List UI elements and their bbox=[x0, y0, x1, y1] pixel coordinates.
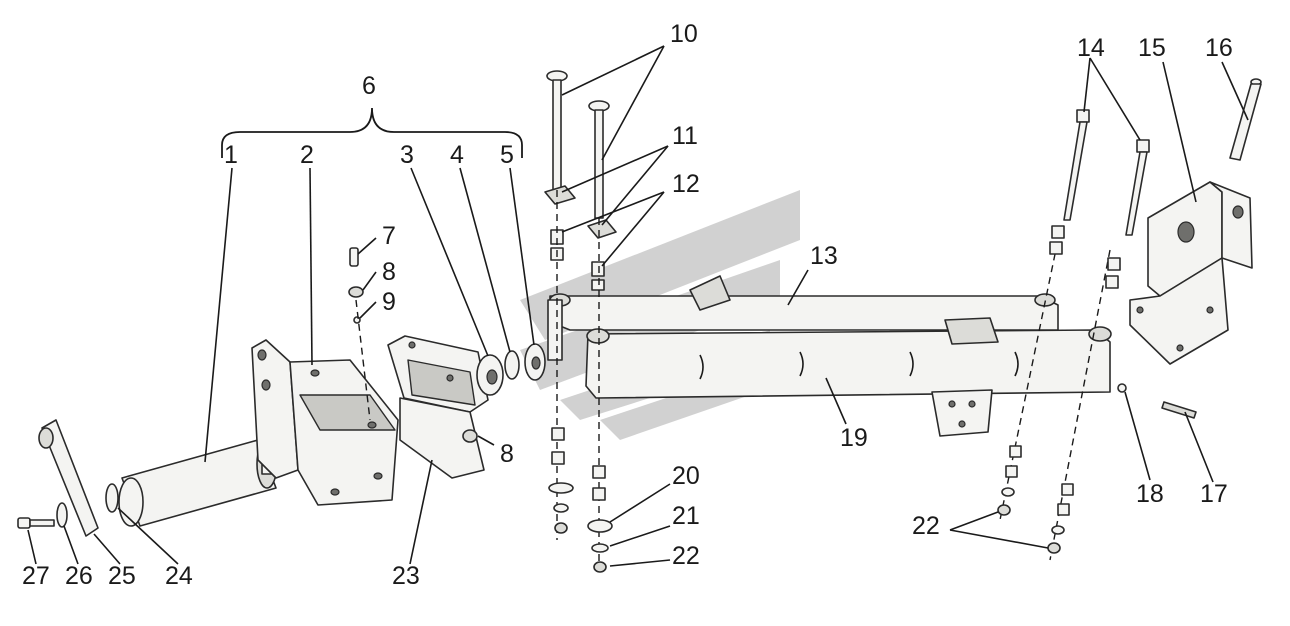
part-8-nut-lower bbox=[462, 429, 478, 443]
callout-2: 2 bbox=[300, 141, 314, 169]
part-washer-right-low-a bbox=[1001, 487, 1015, 497]
part-11-plate-b bbox=[587, 219, 617, 239]
part-washer-lower-a2 bbox=[553, 503, 569, 513]
part-4-clip bbox=[504, 350, 520, 380]
callout-8: 8 bbox=[382, 258, 396, 286]
part-8-nut bbox=[348, 286, 364, 298]
part-spacer-right-b2 bbox=[1105, 275, 1119, 289]
part-20-washer bbox=[587, 519, 613, 533]
callout-8-lower: 8 bbox=[500, 440, 514, 468]
part-14-bolt-b bbox=[1125, 139, 1150, 236]
callout-labels: 1 2 3 4 5 6 7 8 8 9 10 11 12 13 14 15 16… bbox=[22, 20, 1233, 590]
callout-21: 21 bbox=[672, 502, 700, 530]
axis-7-9 bbox=[355, 299, 371, 421]
leader-lines bbox=[27, 45, 1249, 567]
part-22-nut-right-b bbox=[1047, 542, 1061, 554]
part-spacer-lower-a2 bbox=[551, 451, 565, 465]
callout-7: 7 bbox=[382, 222, 396, 250]
callout-16: 16 bbox=[1205, 34, 1233, 62]
part-23-bracket bbox=[387, 335, 489, 479]
callout-22-right: 22 bbox=[912, 512, 940, 540]
part-2-bracket bbox=[251, 339, 399, 506]
callout-6: 6 bbox=[362, 72, 376, 100]
callout-3: 3 bbox=[400, 141, 414, 169]
part-12-spacer-d bbox=[591, 279, 605, 291]
part-3-washer bbox=[476, 354, 504, 396]
part-spacer-right-low-b2 bbox=[1057, 503, 1070, 516]
callout-10: 10 bbox=[670, 20, 698, 48]
callout-24: 24 bbox=[165, 562, 193, 590]
callout-19: 19 bbox=[840, 424, 868, 452]
part-9-pin bbox=[353, 316, 361, 324]
callout-26: 26 bbox=[65, 562, 93, 590]
part-spacer-right-a2 bbox=[1049, 241, 1063, 255]
part-5-washer bbox=[524, 343, 546, 381]
group-brace bbox=[221, 107, 523, 158]
part-18-pin bbox=[1117, 383, 1127, 393]
part-spacer-right-a1 bbox=[1051, 225, 1065, 239]
part-12-spacer-c bbox=[591, 261, 605, 277]
part-21-washer bbox=[591, 543, 609, 553]
callout-5: 5 bbox=[500, 141, 514, 169]
callout-13: 13 bbox=[810, 242, 838, 270]
callout-14: 14 bbox=[1077, 34, 1105, 62]
callout-20: 20 bbox=[672, 462, 700, 490]
callout-17: 17 bbox=[1200, 480, 1228, 508]
callout-27: 27 bbox=[22, 562, 50, 590]
callout-1: 1 bbox=[224, 141, 238, 169]
part-26-washer bbox=[56, 502, 68, 528]
part-spacer-lower-b2 bbox=[592, 487, 606, 501]
part-10-bolt-a bbox=[546, 70, 568, 191]
part-washer-lower-a bbox=[548, 482, 574, 494]
part-spacer-right-low-a1 bbox=[1009, 445, 1022, 458]
callout-4: 4 bbox=[450, 141, 464, 169]
callout-23: 23 bbox=[392, 562, 420, 590]
part-27-bolt bbox=[17, 517, 55, 529]
part-spacer-lower-b1 bbox=[592, 465, 606, 479]
callout-15: 15 bbox=[1138, 34, 1166, 62]
part-22-nut-right-a bbox=[997, 504, 1011, 516]
part-nut-lower-a bbox=[554, 522, 568, 534]
part-spacer-lower-a1 bbox=[551, 427, 565, 441]
callout-22: 22 bbox=[672, 542, 700, 570]
part-washer-right-low-b bbox=[1051, 525, 1065, 535]
part-22-nut bbox=[593, 561, 607, 573]
axis-14b bbox=[1049, 249, 1111, 561]
part-24-ring bbox=[105, 483, 119, 513]
part-spacer-right-b1 bbox=[1107, 257, 1121, 271]
callout-9: 9 bbox=[382, 288, 396, 316]
part-17-cotter bbox=[1161, 401, 1197, 419]
callout-12: 12 bbox=[672, 170, 700, 198]
part-19-beam bbox=[585, 317, 1112, 437]
callout-11: 11 bbox=[672, 122, 698, 150]
part-spacer-right-low-b1 bbox=[1061, 483, 1074, 496]
callout-25: 25 bbox=[108, 562, 136, 590]
part-10-bolt-b bbox=[588, 100, 610, 219]
part-14-bolt-a bbox=[1063, 109, 1090, 221]
part-16-pin bbox=[1229, 78, 1262, 161]
part-11-plate-a bbox=[544, 185, 576, 205]
callout-18: 18 bbox=[1136, 480, 1164, 508]
part-spacer-right-low-a2 bbox=[1005, 465, 1018, 478]
part-15-bracket bbox=[1129, 181, 1253, 365]
part-25-plate bbox=[38, 419, 99, 537]
part-upright-left bbox=[547, 299, 563, 361]
part-7-bolt bbox=[349, 247, 359, 267]
